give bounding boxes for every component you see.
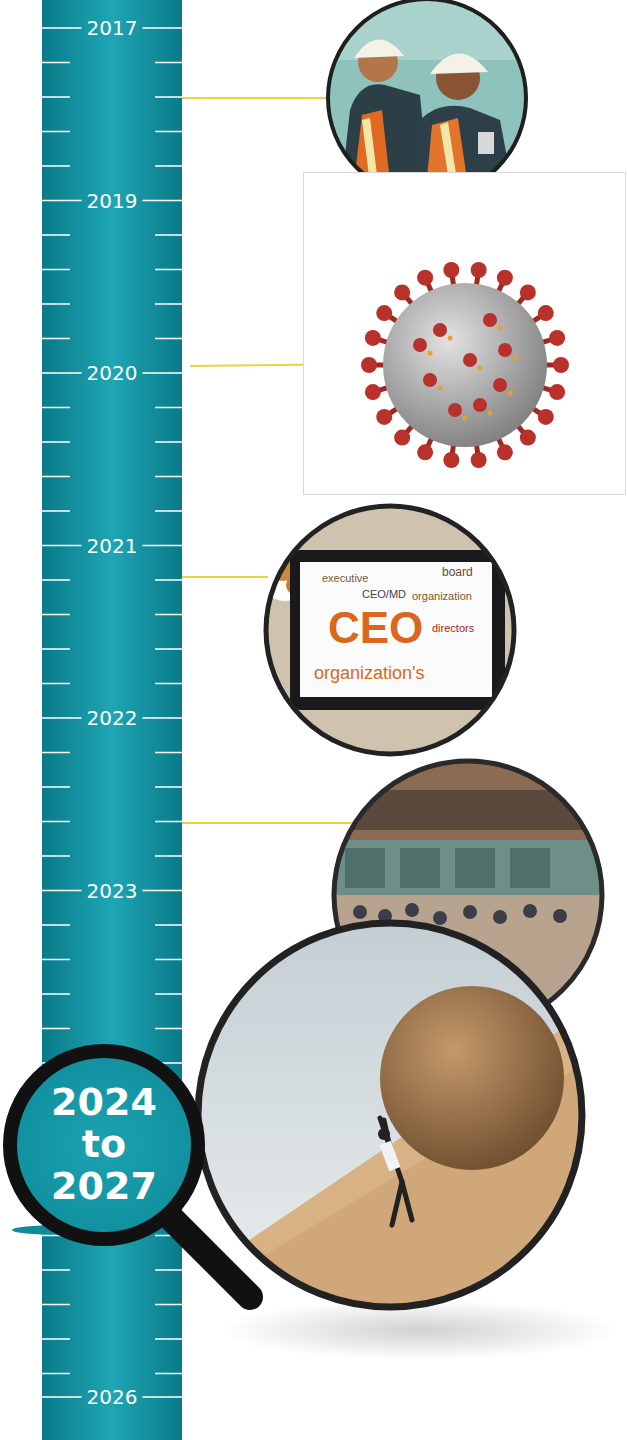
year-label: 2022 xyxy=(87,707,138,729)
word-cloud-text: CEO xyxy=(328,604,423,652)
word-cloud-text: organization's xyxy=(314,664,425,684)
year-label: 2021 xyxy=(87,535,138,557)
period-label: 2024 to 2027 xyxy=(51,1082,157,1207)
tablet-picture xyxy=(259,500,520,760)
year-label: 2019 xyxy=(87,190,138,212)
word-cloud-text: CEO/MD xyxy=(362,588,406,600)
virus-picture xyxy=(304,173,626,495)
year-label: 2026 xyxy=(87,1386,138,1408)
year-label: 2017 xyxy=(87,17,138,39)
word-cloud-text: directors xyxy=(432,622,474,634)
magnifier-lens: 2024 to 2027 xyxy=(3,1044,205,1246)
year-label: 2023 xyxy=(87,880,138,902)
workers-picture xyxy=(320,0,540,200)
word-cloud-text: executive xyxy=(322,572,368,584)
word-cloud-text: board xyxy=(442,566,473,579)
year-label: 2020 xyxy=(87,362,138,384)
magnifier-handle xyxy=(168,1215,250,1297)
word-cloud-text: organization xyxy=(412,590,472,602)
